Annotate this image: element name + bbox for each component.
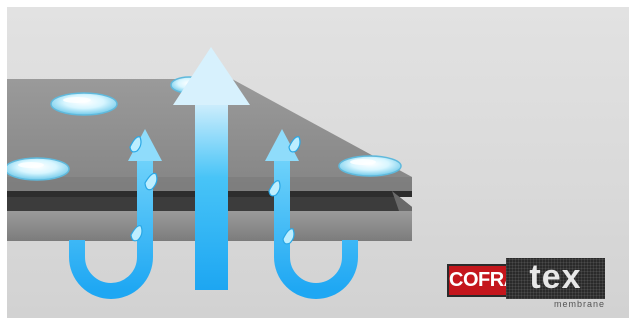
illustration-canvas: COFRA tex membrane — [7, 7, 629, 318]
logo-brand-red: COFRA — [447, 264, 506, 297]
logo-brand-dark: tex — [506, 258, 605, 299]
logo-tagline: membrane — [506, 299, 605, 310]
cofratex-logo: COFRA tex membrane — [447, 254, 607, 310]
